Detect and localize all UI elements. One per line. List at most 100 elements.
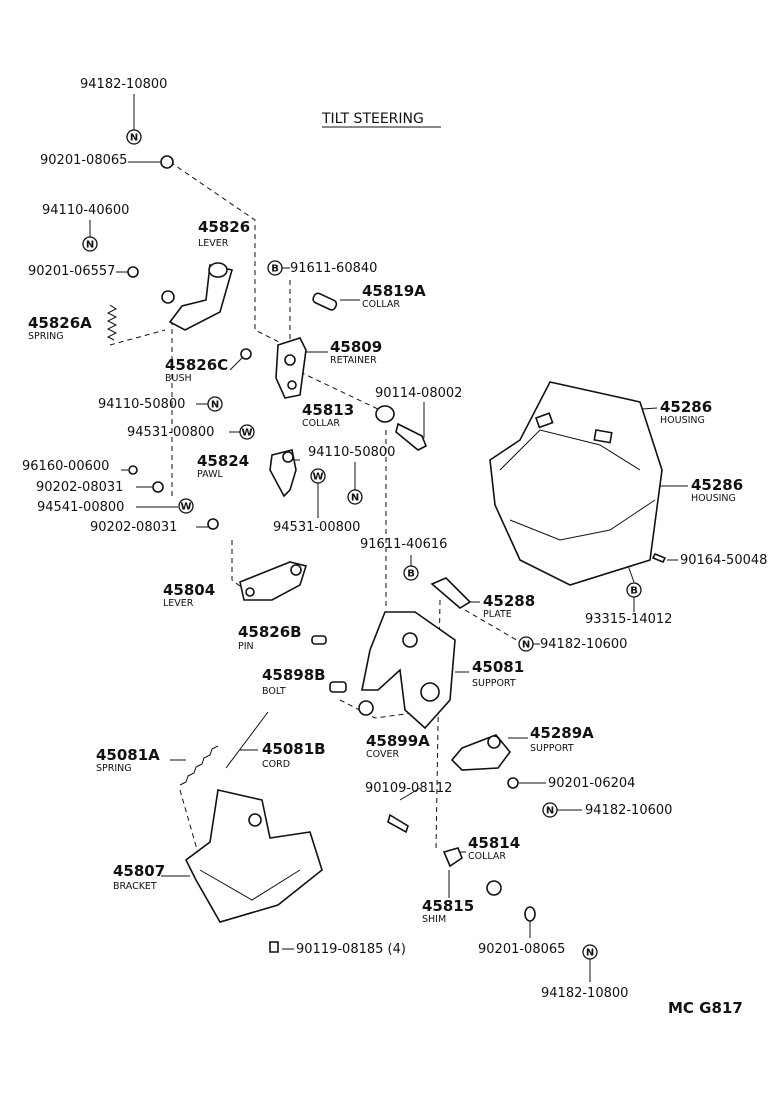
part-description: PAWL [197,469,223,480]
part-number-label: 45898B [262,666,326,684]
part-number-label: 45899A [366,732,430,750]
part-description: COLLAR [302,418,340,429]
part-description: COLLAR [468,851,506,862]
part-description: SUPPORT [472,678,516,689]
part-description: HOUSING [660,415,705,426]
part-number-label: 94531-00800 [273,520,360,535]
part-labels: 94182-1080090201-0806594110-4060090201-0… [22,77,767,1001]
part-90201-08065-bottom [524,906,536,922]
svg-text:N: N [351,493,359,504]
part-number-label: 45819A [362,282,426,300]
part-description: PIN [238,641,254,652]
part-45815-shim [442,847,463,868]
part-number-label: 45813 [302,401,354,419]
part-45826-lever [168,262,234,331]
part-number-label: 91611-60840 [290,261,377,276]
symbol-b-icon: B [267,260,283,276]
part-number-label: 45826A [28,314,92,332]
symbol-w-icon: W [310,468,326,484]
part-45288-plate [430,577,472,609]
symbol-b-icon: B [626,582,642,598]
part-45898B-bolt [329,681,347,693]
part-90109-08112-bolt [387,813,409,834]
symbol-w-icon: W [178,498,194,514]
leader-lines [89,94,688,982]
part-45081A-spring [179,745,219,786]
symbol-n-icon: N [126,129,142,145]
part-number-label: 90164-50048 [680,553,767,568]
svg-text:B: B [271,264,279,275]
part-45826B-pin [311,635,327,645]
symbol-n-icon: N [347,489,363,505]
part-96160-00600 [128,465,138,475]
part-number-label: 45804 [163,581,215,599]
part-45809-retainer [275,337,307,399]
part-45824-pawl [269,449,297,498]
part-90201-06557 [127,266,139,278]
part-description: PLATE [483,609,512,620]
part-number-label: 94182-10600 [540,637,627,652]
part-number-label: 94531-00800 [127,425,214,440]
part-number-label: 45286 [691,476,743,494]
part-description: HOUSING [691,493,736,504]
svg-text:N: N [211,400,219,411]
part-90119-08185-bolt [269,941,279,953]
svg-text:B: B [407,569,415,580]
symbol-n-icon: N [582,944,598,960]
part-45899A-cover [358,700,374,716]
part-number-label: 90114-08002 [375,386,462,401]
svg-text:W: W [180,502,191,513]
part-number-label: 45081 [472,658,524,676]
part-description: COLLAR [362,299,400,310]
part-number-label: 93315-14012 [585,612,672,627]
symbol-n-icon: N [518,636,534,652]
part-45807-bracket [184,789,323,923]
svg-text:W: W [312,472,323,483]
part-90201-08065-top [160,155,174,169]
part-number-label: 45081A [96,746,160,764]
part-number-label: 94182-10800 [541,986,628,1001]
part-45286-housing [489,381,663,586]
part-number-label: 91611-40616 [360,537,447,552]
part-number-label: 45809 [330,338,382,356]
diagram-title: TILT STEERING [321,111,424,127]
svg-text:B: B [630,586,638,597]
part-description: BRACKET [113,881,157,892]
part-45819A-collar [312,292,338,311]
part-description: LEVER [198,238,229,249]
symbol-n-icon: N [207,396,223,412]
part-description: BOLT [262,686,286,697]
part-number-label: 90109-08112 [365,781,452,796]
part-number-label: 94110-50800 [308,445,395,460]
part-description: SPRING [28,331,64,342]
symbol-n-icon: N [82,236,98,252]
part-description: SUPPORT [530,743,574,754]
part-number-label: 45081B [262,740,326,758]
part-90202-08031-a [152,481,164,493]
part-number-label: 45826 [198,218,250,236]
svg-text:N: N [86,240,94,251]
part-number-label: 45826C [165,356,228,374]
part-90201-06204 [507,777,519,789]
part-number-label: 45815 [422,897,474,915]
part-number-label: 94110-40600 [42,203,129,218]
part-45081-support [361,611,456,730]
diagram-code: MC G817 [668,999,743,1017]
part-number-label: 45289A [530,724,594,742]
part-90202-08031-b [207,518,219,530]
svg-text:N: N [586,948,594,959]
part-45826C-bush [240,348,252,360]
part-description: RETAINER [330,355,377,366]
symbol-n-icon: N [542,802,558,818]
part-45814-collar [486,880,502,896]
part-45826A-spring [106,304,118,341]
part-number-label: 90201-08065 [40,153,127,168]
symbol-b-icon: B [403,565,419,581]
svg-text:N: N [130,133,138,144]
part-number-label: 45286 [660,398,712,416]
part-45289A-support [450,734,512,771]
part-description: SPRING [96,763,132,774]
part-number-label: 45807 [113,862,165,880]
